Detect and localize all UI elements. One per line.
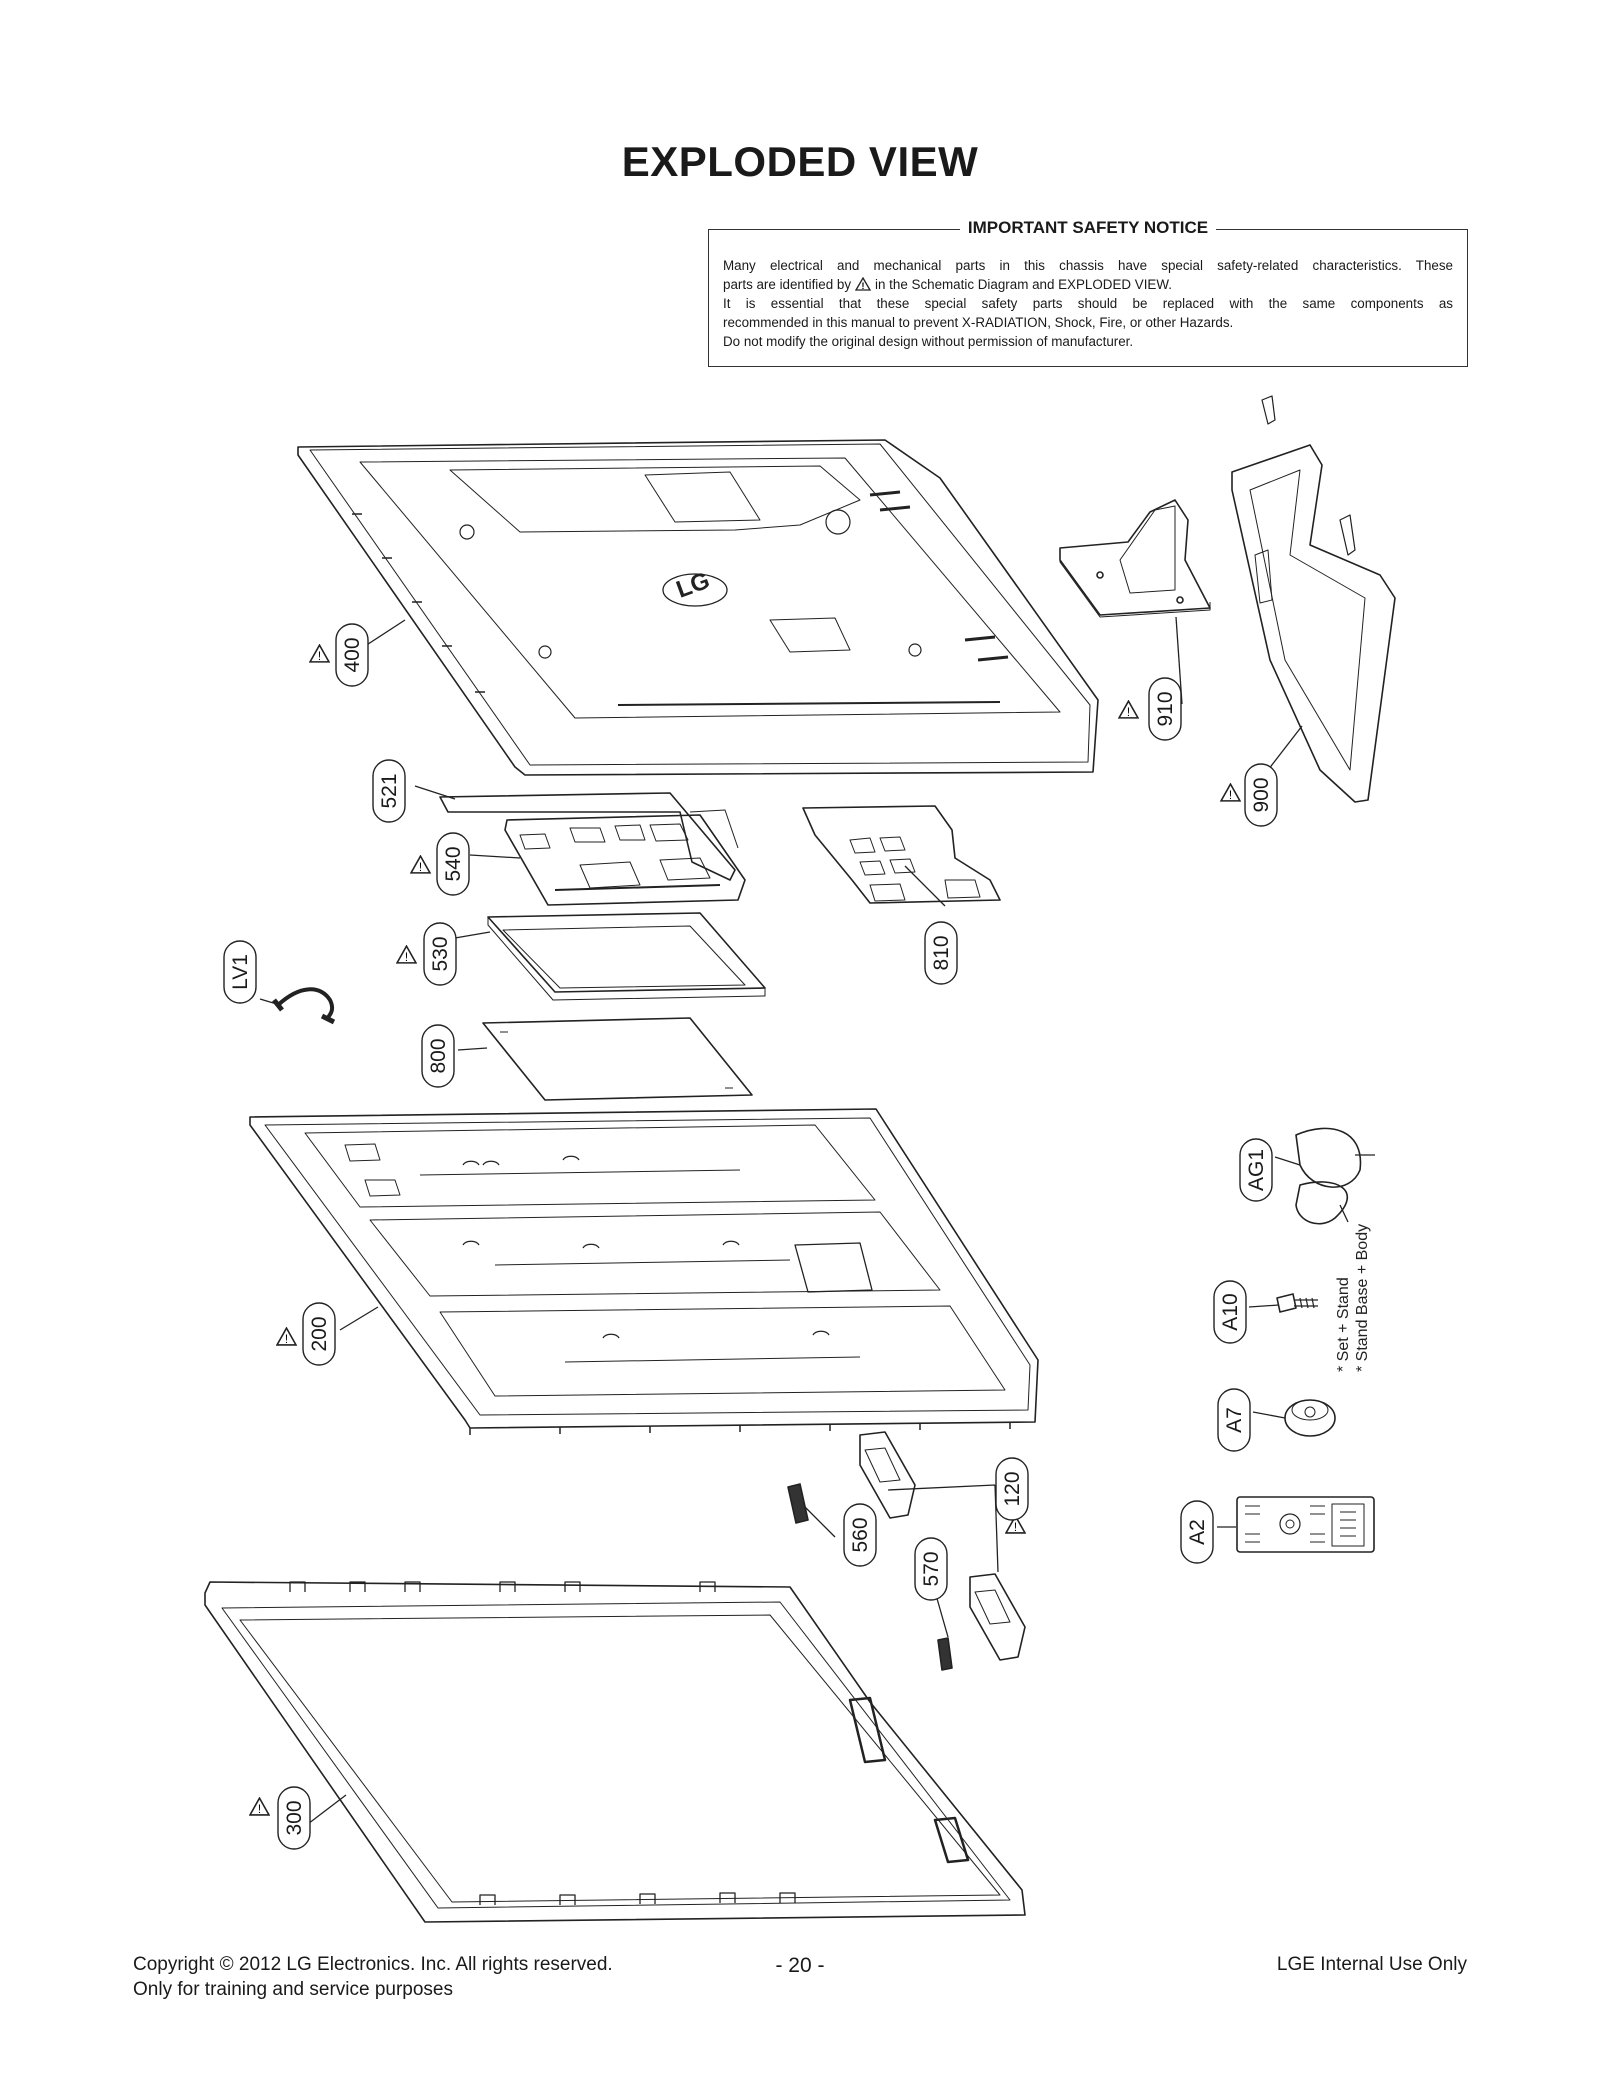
warning-triangle-icon <box>276 1327 297 1346</box>
svg-text:570: 570 <box>920 1551 943 1586</box>
part-label-540: 540 <box>436 832 470 896</box>
leader-lines <box>259 616 1303 1831</box>
stand-neck-part <box>1059 499 1211 618</box>
svg-text:910: 910 <box>1154 691 1177 726</box>
notice-line: recommended in this manual to prevent X-… <box>723 315 1234 330</box>
screw-note: * Set + Stand * Stand Base + Body <box>1335 1224 1371 1372</box>
screw-note-line-2: * Stand Base + Body <box>1354 1224 1371 1372</box>
svg-text:!: ! <box>862 281 865 291</box>
part-label-ag1: AG1 <box>1239 1138 1273 1202</box>
svg-text:900: 900 <box>1250 777 1273 812</box>
svg-text:540: 540 <box>442 846 465 881</box>
back-cover-part: LG <box>297 439 1099 776</box>
svg-text:530: 530 <box>429 936 452 971</box>
part-label-120: 120 <box>995 1457 1029 1521</box>
copyright-text: Copyright © 2012 LG Electronics. Inc. Al… <box>133 1954 613 1975</box>
page-title: EXPLODED VIEW <box>621 138 979 185</box>
speaker-part <box>859 1431 1026 1661</box>
power-module-part <box>487 912 766 1001</box>
warning-triangle-icon <box>396 945 417 964</box>
notice-line: Do not modify the original design withou… <box>723 334 1134 349</box>
part-label-800: 800 <box>421 1024 455 1088</box>
warning-triangle-icon <box>309 644 330 663</box>
insulator-sheet-part <box>482 1017 753 1101</box>
front-cabinet-part <box>204 1581 1026 1923</box>
stand-base-part <box>1231 395 1396 803</box>
part-label-a7: A7 <box>1217 1388 1251 1452</box>
svg-text:810: 810 <box>930 935 953 970</box>
part-label-400: 400 <box>335 623 369 687</box>
svg-text:200: 200 <box>308 1316 331 1351</box>
main-bracket-part <box>439 792 739 881</box>
part-label-lv1: LV1 <box>223 940 257 1004</box>
footer-left: Copyright © 2012 LG Electronics. Inc. Al… <box>133 1952 613 2002</box>
svg-text:AG1: AG1 <box>1245 1149 1268 1191</box>
safety-notice-heading: IMPORTANT SAFETY NOTICE <box>959 218 1217 237</box>
part-label-530: 530 <box>423 922 457 986</box>
safety-notice-box: IMPORTANT SAFETY NOTICE Many electrical … <box>708 218 1468 367</box>
part-label-570: 570 <box>914 1537 948 1601</box>
part-label-300: 300 <box>277 1786 311 1850</box>
warning-triangle-icon <box>1220 783 1241 802</box>
warning-triangle-icon: ! <box>855 277 872 291</box>
part-label-560: 560 <box>843 1503 877 1567</box>
warning-triangle-icon <box>249 1797 270 1816</box>
part-label-200: 200 <box>302 1302 336 1366</box>
screw-part <box>1276 1293 1318 1313</box>
svg-text:521: 521 <box>378 773 401 808</box>
remote-control-part <box>1236 1496 1375 1553</box>
svg-text:A2: A2 <box>1186 1519 1209 1545</box>
svg-text:560: 560 <box>849 1517 872 1552</box>
part-label-521: 521 <box>372 759 406 823</box>
screw-note-line-1: * Set + Stand <box>1335 1277 1352 1372</box>
part-labels: 400 910 900 521 540 810 530 LV1 800 AG1 … <box>223 623 1278 1850</box>
notice-line: parts are identified by!in the Schematic… <box>723 277 1172 292</box>
svg-text:LG: LG <box>673 567 714 604</box>
warning-triangle-icon <box>1118 700 1139 719</box>
part-label-900: 900 <box>1244 763 1278 827</box>
shield-plate-part <box>802 805 1001 904</box>
page-number: - 20 - <box>775 1954 825 1977</box>
safety-marks <box>249 644 1241 1816</box>
part-label-a2: A2 <box>1180 1500 1214 1564</box>
svg-text:800: 800 <box>427 1038 450 1073</box>
svg-text:A10: A10 <box>1219 1293 1242 1330</box>
internal-use-text: LGE Internal Use Only <box>1276 1954 1467 1975</box>
part-label-910: 910 <box>1148 677 1182 741</box>
3d-glasses-part <box>1295 1127 1375 1225</box>
safety-notice-body: Many electrical and mechanical parts in … <box>723 256 1453 351</box>
part-label-810: 810 <box>924 921 958 985</box>
main-frame-part <box>249 1108 1039 1435</box>
svg-text:A7: A7 <box>1223 1407 1246 1433</box>
svg-text:120: 120 <box>1001 1471 1024 1506</box>
warning-triangle-icon <box>410 855 431 874</box>
svg-text:300: 300 <box>283 1800 306 1835</box>
notice-line: Many electrical and mechanical parts in … <box>723 258 1453 273</box>
small-board-part <box>787 1483 953 1671</box>
notice-line: It is essential that these special safet… <box>723 296 1453 311</box>
cable-holder-part <box>1284 1399 1336 1437</box>
purpose-text: Only for training and service purposes <box>133 1979 453 2000</box>
svg-text:LV1: LV1 <box>229 954 252 990</box>
part-label-a10: A10 <box>1213 1280 1247 1344</box>
main-board-part <box>504 814 746 906</box>
lvds-cable-part <box>272 987 336 1025</box>
svg-text:400: 400 <box>341 637 364 672</box>
